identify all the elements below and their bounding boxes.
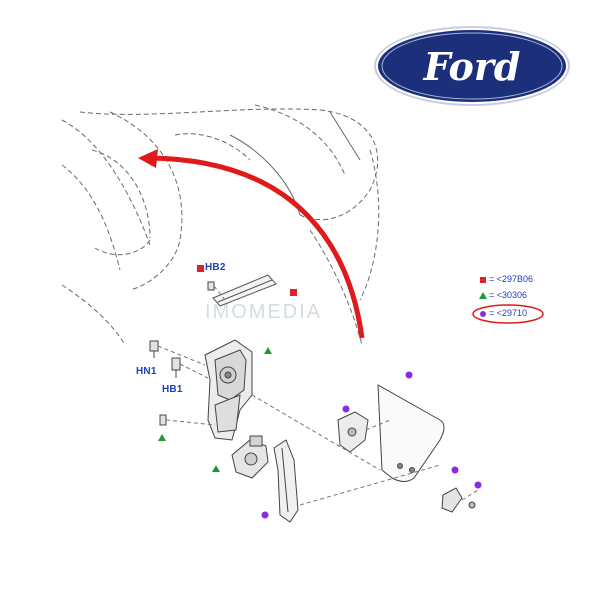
purple-circle-marker (405, 371, 413, 379)
callout-hb2: HB2 (205, 262, 226, 273)
callout-hb1: HB1 (162, 384, 183, 395)
purple-circle-icon (480, 311, 486, 317)
leader-lines (157, 285, 479, 506)
bolt-hn1 (149, 340, 159, 358)
glass-run-strip (212, 274, 277, 307)
lower-channel (273, 439, 299, 523)
green-triangle-icon (479, 292, 487, 299)
bolt-lower (159, 414, 167, 426)
watermark-text: IMOMEDIA (205, 301, 322, 323)
ford-logo-text: Ford (423, 44, 521, 89)
car-body-outline (61, 104, 380, 346)
callout-hn1: HN1 (136, 366, 157, 377)
red-square-icon (480, 277, 486, 283)
legend-triangle-label: = <30306 (489, 290, 528, 300)
green-triangle-marker (264, 347, 272, 354)
quarter-glass (377, 384, 445, 482)
legend-symbols (472, 277, 544, 324)
bolt-hb2 (207, 281, 215, 291)
removal-direction-arrow (138, 149, 365, 339)
purple-circle-marker (474, 481, 482, 489)
red-square-marker (290, 289, 297, 296)
red-square-marker (197, 265, 204, 272)
green-triangle-marker (212, 465, 220, 472)
window-regulator (204, 339, 253, 441)
legend-circle-label: = <29710 (489, 308, 528, 318)
purple-circle-marker (261, 511, 269, 519)
purple-circle-marker (451, 466, 459, 474)
bolt-hb1 (171, 357, 181, 378)
glass-clip (441, 487, 476, 513)
window-motor (231, 435, 269, 479)
ford-logo (374, 26, 570, 106)
legend-square-label: = <297B06 (489, 274, 534, 284)
car-body-solid-lines (229, 111, 361, 216)
green-triangle-marker (158, 434, 166, 441)
highlight-oval (472, 304, 544, 324)
hinge-bracket (337, 411, 369, 453)
purple-circle-marker (342, 405, 350, 413)
marker-symbols (158, 265, 482, 519)
